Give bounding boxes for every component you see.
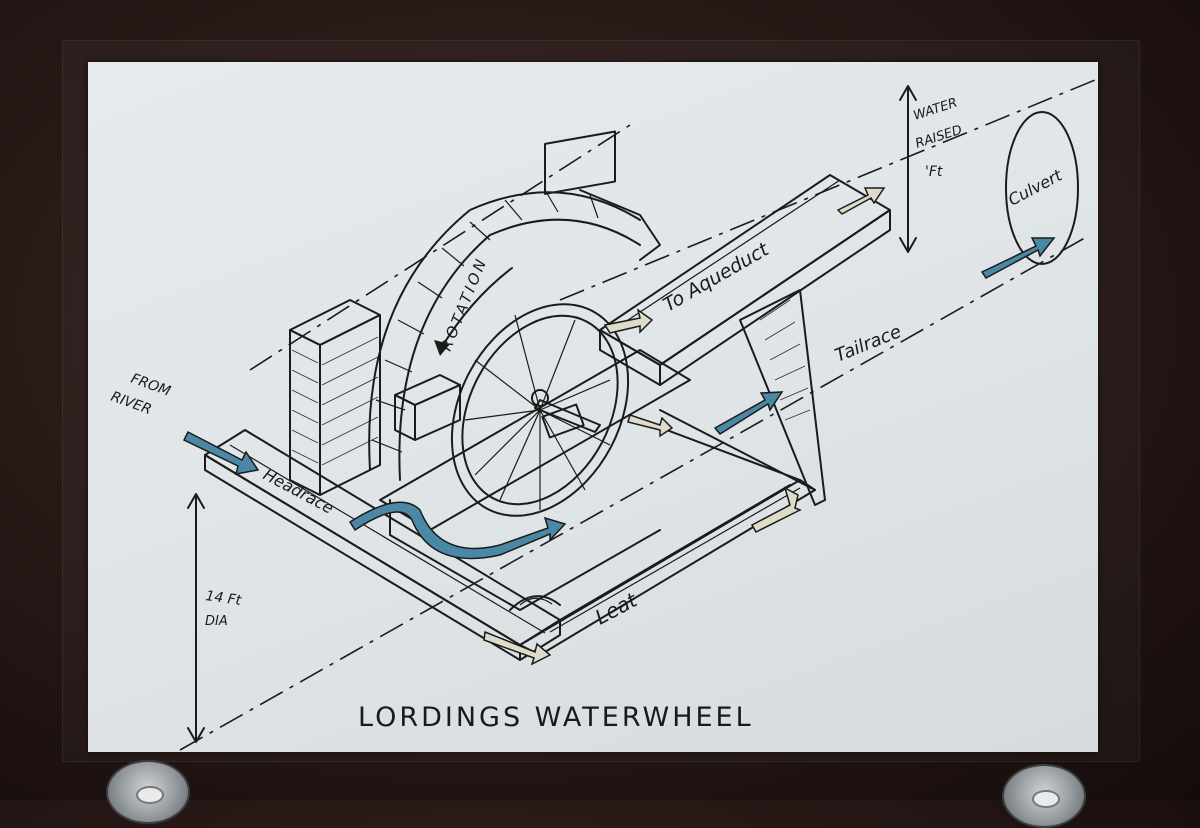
flow-arrow-icon [483, 187, 886, 666]
rotation-arrow [439, 267, 513, 351]
diameter-label-2: DIA [205, 614, 228, 629]
centerline-lower [179, 234, 1091, 751]
rotation-arrowhead [434, 340, 450, 356]
diameter-dimension [187, 493, 205, 743]
flow-arrow-icon [182, 237, 1056, 560]
diagram-sheet [88, 62, 1098, 752]
from-river-label-2: RIVER [109, 389, 154, 418]
water-raised-label-3: 'Ft [925, 164, 943, 180]
support-wall [739, 289, 826, 506]
water-raised-dimension [899, 85, 917, 253]
rotation-label: ROTATION [437, 254, 491, 353]
diagram-title: LORDINGS WATERWHEEL [358, 702, 754, 733]
aqueduct-trough [544, 130, 891, 386]
waterwheel-diagram: FROM RIVER Headrace ROTATION To Aqueduct… [109, 79, 1096, 751]
waterwheel-back-rim [368, 189, 641, 481]
waterwheel-front [450, 303, 630, 517]
culvert-outline [1005, 111, 1079, 265]
water-raised-label-2: RAISED [914, 123, 965, 152]
diameter-label-1: 14 Ft [204, 588, 242, 609]
culvert-label: Culvert [1005, 165, 1066, 209]
brick-block [394, 374, 461, 441]
to-aqueduct-label: To Aqueduct [660, 238, 774, 317]
water-raised-label-1: WATER [912, 96, 960, 124]
centerline-top [249, 124, 631, 371]
leat-channel [519, 409, 816, 656]
brick-pier [289, 299, 381, 496]
centerline-upper [559, 79, 1096, 301]
